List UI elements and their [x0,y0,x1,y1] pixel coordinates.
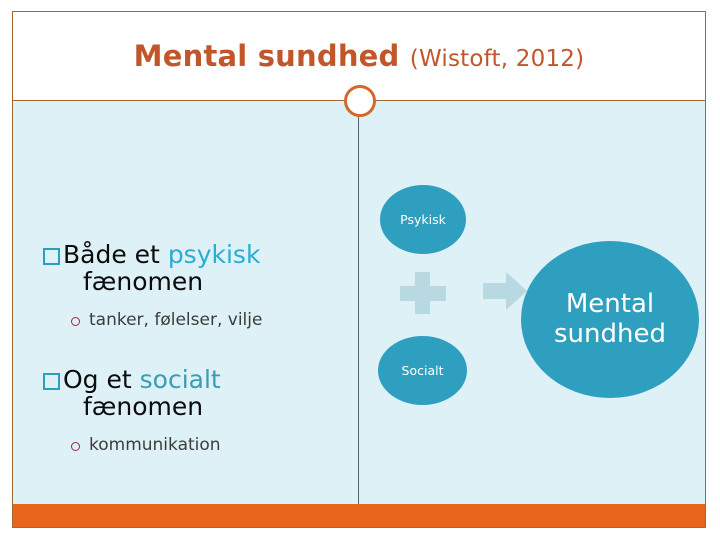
page-title-main: Mental sundhed [133,39,400,73]
page-title: Mental sundhed (Wistoft, 2012) [134,39,585,73]
diagram-node-mental-sundhed-label: Mental sundhed [554,290,666,348]
bullet-item-psykisk-text: Både et psykisk fænomen [63,241,260,295]
bullet-item-socialt: Og et socialt fænomen [43,366,363,420]
title-ring-decoration [344,85,376,117]
circle-bullet-icon [71,441,80,451]
mental-health-diagram: Psykisk Socialt Mental sundhed [13,101,705,504]
diagram-node-mental-line1: Mental [565,289,655,320]
plus-icon-bar-vertical [415,272,430,314]
bullet-psykisk-highlight: psykisk [167,240,261,269]
footer-accent-bar [13,504,705,528]
diagram-node-psykisk: Psykisk [380,185,466,254]
right-arrow-icon [483,272,527,310]
circle-bullet-icon [71,317,80,326]
bullet-socialt-prefix: Og et [63,364,140,394]
bullet-item-tanker-text: tanker, følelser, vilje [89,310,263,330]
bullet-psykisk-prefix: Både et [63,240,168,269]
square-bullet-icon [43,372,60,390]
page-title-citation: (Wistoft, 2012) [409,46,585,72]
bullet-socialt-highlight: socialt [139,364,221,394]
diagram-node-socialt-label: Socialt [401,363,444,378]
bullet-item-kommunikation-text: kommunikation [89,434,221,455]
bullet-item-socialt-text: Og et socialt fænomen [63,366,221,420]
bullet-socialt-line2: fænomen [83,391,204,421]
slide-frame-border [12,11,706,528]
diagram-node-psykisk-label: Psykisk [400,212,446,227]
bullet-item-psykisk: Både et psykisk fænomen [43,241,363,295]
bullet-item-kommunikation: kommunikation [43,434,363,455]
diagram-node-socialt: Socialt [378,336,467,405]
content-vertical-divider [358,101,359,504]
plus-icon [400,272,446,314]
bullet-psykisk-line2: fænomen [83,267,204,296]
bullet-item-tanker: tanker, følelser, vilje [43,311,363,330]
diagram-node-mental-line2: sundhed [554,318,666,349]
diagram-node-mental-sundhed: Mental sundhed [521,241,699,398]
slide-content: Psykisk Socialt Mental sundhed [13,101,705,504]
square-bullet-icon [43,248,60,265]
bullet-list: Både et psykisk fænomen tanker, følelser… [43,241,363,454]
